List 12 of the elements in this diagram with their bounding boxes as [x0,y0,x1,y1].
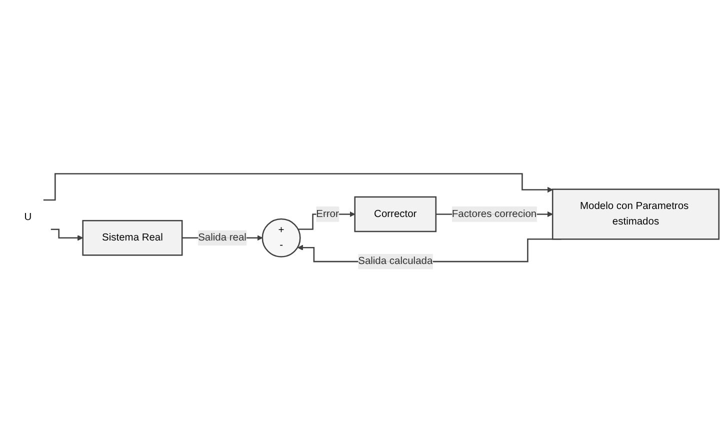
arrow [43,173,553,201]
arrow [50,228,84,241]
edge-label: Salida calculada [358,256,433,267]
edge-label: Factores correcion [452,208,537,220]
node-circle: + - [262,218,301,258]
node-box: Modelo con Parametros estimados [552,188,720,240]
node-box: Corrector [354,196,437,232]
edge-label: Error [316,208,339,220]
edge-label: Salida real [198,232,246,244]
arrow [298,211,356,230]
node-box: Sistema Real [82,220,183,256]
node-text: U [24,212,32,222]
